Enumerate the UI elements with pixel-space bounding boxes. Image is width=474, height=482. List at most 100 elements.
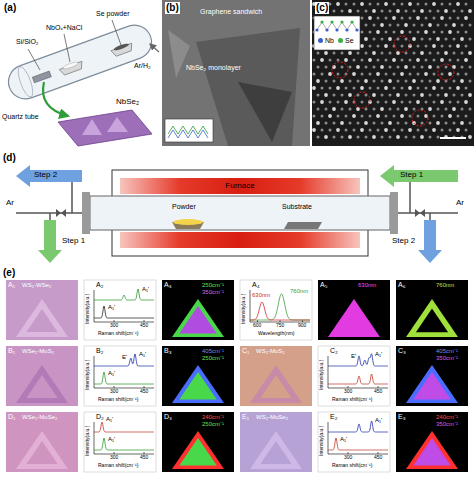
atom-dot <box>417 31 420 34</box>
atom-dot <box>357 122 360 125</box>
tube-flange <box>82 192 90 234</box>
leader-line <box>64 34 70 62</box>
axis-title: Raman shift(cm⁻¹) <box>98 463 138 469</box>
atom-dot <box>360 86 364 90</box>
atom-dot <box>369 45 372 48</box>
atom-dot <box>457 101 460 104</box>
atom-dot <box>424 72 428 76</box>
atom-dot <box>441 115 444 118</box>
atom-dot <box>353 87 356 90</box>
atom-dot <box>429 94 432 97</box>
atom-dot <box>396 135 400 139</box>
mapping-label: 405cm⁻¹ <box>436 348 458 355</box>
peak-label: A₁' <box>139 351 146 358</box>
peak-label: 630nm <box>252 292 270 299</box>
atom-dot <box>372 93 376 97</box>
tick-label: 450 <box>140 389 148 395</box>
atom-dot <box>381 80 384 83</box>
atom-dot <box>357 52 360 55</box>
atom-dot <box>401 87 404 90</box>
atom-dot <box>433 101 436 104</box>
atom-dot <box>429 52 432 55</box>
axis-tick <box>378 386 379 388</box>
atom-dot <box>432 86 436 90</box>
atom-dot <box>365 66 368 69</box>
mapping-edge <box>172 431 224 469</box>
atom-dot <box>424 30 428 34</box>
tile <box>318 412 390 472</box>
atom-dot <box>396 93 400 97</box>
mapping-label: 240cm⁻¹ <box>202 414 224 421</box>
atom-dot <box>341 136 344 139</box>
tick-label: 300 <box>344 455 352 461</box>
atom-dot <box>433 59 436 62</box>
atom-dot <box>465 73 468 76</box>
atom-dot <box>449 17 452 20</box>
atom-dot <box>365 136 368 139</box>
plot-axis <box>94 290 95 322</box>
atom-dot <box>412 79 416 83</box>
atom-dot <box>361 59 364 62</box>
spectrum-curve <box>250 302 310 320</box>
atom-dot <box>456 86 460 90</box>
atom-dot <box>369 87 372 90</box>
pl-mapping-flake <box>406 299 458 337</box>
panel-label: (b) <box>165 2 180 14</box>
mapping-edge <box>172 365 224 403</box>
step-label: Step 1 <box>62 236 85 245</box>
atom-dot <box>409 101 412 104</box>
optical-image <box>240 346 312 406</box>
flow-arrow <box>38 220 62 263</box>
atom-dot <box>361 73 364 76</box>
atom-dot <box>337 59 340 62</box>
atom-dot <box>461 108 464 111</box>
atom-dot <box>345 87 348 90</box>
atom-dot <box>465 115 468 118</box>
subpanel-label: A₆ <box>398 281 406 289</box>
nbse2-flake <box>107 117 128 132</box>
atom-dot <box>324 51 328 55</box>
plot-axis <box>328 356 329 388</box>
atom-dot <box>445 122 448 125</box>
atom-dot <box>325 80 328 83</box>
mapping-edge <box>406 431 458 469</box>
atom-dot <box>393 115 396 118</box>
atom-dot <box>381 52 384 55</box>
heterostructure-flake <box>16 365 68 403</box>
tile <box>6 280 78 340</box>
annotation-label: Substrate <box>282 203 312 211</box>
axis-title: Raman shift(cm⁻¹) <box>332 463 372 469</box>
atom-dot <box>360 128 364 132</box>
atom-dot <box>353 129 356 132</box>
atom-dot <box>365 52 368 55</box>
valve-symbol <box>56 209 66 217</box>
plot-frame <box>318 346 390 406</box>
optical-image <box>6 412 78 472</box>
annotation-label: NbSe₂ <box>116 97 139 106</box>
atom-dot <box>404 23 408 27</box>
defect-circle <box>412 110 428 126</box>
structure-inset <box>165 119 213 142</box>
subpanel-label: A₅ <box>320 281 328 289</box>
atom-dot <box>332 107 336 111</box>
legend-swatch <box>318 38 323 43</box>
sample-name: WSe₂-MoSe₂ <box>22 414 57 421</box>
atom-dot <box>460 79 464 83</box>
stem-image <box>312 0 474 146</box>
peak-label: A₁' <box>106 416 113 423</box>
atom-dot <box>349 122 352 125</box>
atom-dot <box>333 94 336 97</box>
annotation-label: Se powder <box>96 10 129 18</box>
atom-dot <box>461 66 464 69</box>
atom-dot <box>381 122 384 125</box>
axis-tick <box>144 452 145 454</box>
atom-dot <box>456 128 460 132</box>
atom-dot <box>352 72 356 76</box>
subpanel-label: D₁ <box>8 413 15 421</box>
subpanel-label: C₁ <box>242 347 249 355</box>
atom-dot <box>405 10 408 13</box>
atom-dot <box>341 108 344 111</box>
atom-dot <box>361 17 364 20</box>
atom-dot <box>413 94 416 97</box>
plot-frame <box>84 280 156 340</box>
